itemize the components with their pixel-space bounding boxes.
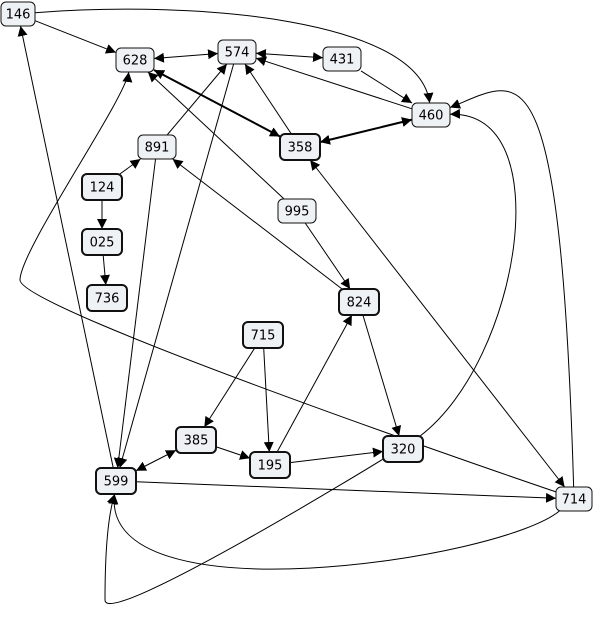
edge-320-to-599 bbox=[104, 458, 384, 604]
node-label: 891 bbox=[145, 141, 170, 156]
node-box bbox=[555, 486, 593, 512]
node-box bbox=[81, 173, 123, 201]
edge-460-to-574 bbox=[255, 56, 413, 110]
edge-891-to-599 bbox=[113, 158, 157, 469]
node-label: 320 bbox=[391, 443, 416, 458]
edge-146-to-628 bbox=[34, 20, 117, 54]
node-box bbox=[95, 467, 137, 495]
node-label: 358 bbox=[288, 141, 313, 156]
node-label: 628 bbox=[123, 54, 148, 69]
edge-995-to-824 bbox=[304, 222, 351, 290]
node-label: 195 bbox=[258, 459, 283, 474]
node-label: 574 bbox=[225, 46, 250, 61]
edge-146-to-460 bbox=[34, 8, 434, 104]
node-599: 599 bbox=[95, 467, 137, 495]
node-box bbox=[81, 228, 123, 256]
node-891: 891 bbox=[137, 134, 177, 160]
edge-599-to-714 bbox=[135, 481, 557, 503]
edge-574-to-431 bbox=[255, 48, 324, 63]
node-label: 385 bbox=[184, 434, 209, 449]
node-715: 715 bbox=[242, 321, 284, 349]
node-label: 736 bbox=[95, 292, 120, 307]
edge-891-to-574 bbox=[166, 63, 228, 136]
node-label: 995 bbox=[285, 205, 310, 220]
node-box bbox=[242, 321, 284, 349]
edges-layer bbox=[17, 8, 575, 604]
edge-195-to-320 bbox=[289, 447, 384, 464]
node-label: 025 bbox=[90, 236, 115, 251]
node-box bbox=[277, 198, 317, 224]
node-label: 824 bbox=[347, 296, 372, 311]
node-label: 714 bbox=[562, 493, 587, 508]
node-box bbox=[0, 1, 36, 27]
edge-628-to-574 bbox=[153, 49, 219, 63]
node-label: 146 bbox=[6, 8, 31, 23]
edge-320-to-460 bbox=[419, 108, 517, 437]
node-146: 146 bbox=[0, 1, 36, 27]
node-431: 431 bbox=[322, 46, 362, 72]
node-714: 714 bbox=[555, 486, 593, 512]
node-736: 736 bbox=[86, 284, 128, 312]
node-label: 715 bbox=[251, 329, 276, 344]
node-box bbox=[279, 133, 321, 161]
node-574: 574 bbox=[217, 39, 257, 65]
edge-995-to-628 bbox=[147, 71, 285, 200]
edge-574-to-599 bbox=[117, 63, 235, 469]
edge-385-to-599 bbox=[135, 449, 177, 472]
edge-715-to-385 bbox=[203, 347, 256, 428]
edge-358-to-574 bbox=[244, 63, 292, 135]
node-box bbox=[322, 46, 362, 72]
node-box bbox=[249, 451, 291, 479]
edge-431-to-460 bbox=[360, 70, 413, 104]
edge-714-to-460 bbox=[449, 90, 575, 488]
node-box bbox=[115, 47, 155, 73]
node-box bbox=[382, 435, 424, 463]
edge-714-to-628 bbox=[19, 71, 557, 493]
node-box bbox=[175, 426, 217, 454]
node-box bbox=[338, 288, 380, 316]
node-195: 195 bbox=[249, 451, 291, 479]
edge-025-to-736 bbox=[99, 254, 110, 286]
node-box bbox=[217, 39, 257, 65]
node-995: 995 bbox=[277, 198, 317, 224]
edge-824-to-320 bbox=[362, 314, 402, 437]
edge-358-to-460 bbox=[319, 117, 413, 145]
node-358: 358 bbox=[279, 133, 321, 161]
node-label: 124 bbox=[90, 181, 115, 196]
edge-124-to-891 bbox=[119, 158, 141, 175]
node-124: 124 bbox=[81, 173, 123, 201]
node-label: 460 bbox=[419, 109, 444, 124]
edge-599-to-146 bbox=[17, 25, 114, 469]
edge-358-to-714 bbox=[309, 159, 566, 488]
edge-385-to-195 bbox=[215, 446, 251, 460]
node-385: 385 bbox=[175, 426, 217, 454]
node-628: 628 bbox=[115, 47, 155, 73]
node-box bbox=[411, 102, 451, 128]
node-label: 599 bbox=[104, 475, 129, 490]
edge-824-to-891 bbox=[172, 158, 343, 290]
node-box bbox=[86, 284, 128, 312]
node-824: 824 bbox=[338, 288, 380, 316]
node-box bbox=[137, 134, 177, 160]
edge-714-to-599 bbox=[108, 493, 560, 570]
node-460: 460 bbox=[411, 102, 451, 128]
node-label: 431 bbox=[330, 53, 355, 68]
nodes-layer: 146 628 574 431 460 891 358 124 995 025 736 824 715 3… bbox=[0, 1, 593, 512]
node-025: 025 bbox=[81, 228, 123, 256]
node-320: 320 bbox=[382, 435, 424, 463]
edge-628-to-358 bbox=[153, 69, 281, 138]
edge-195-to-824 bbox=[276, 314, 353, 453]
edge-715-to-195 bbox=[263, 347, 274, 453]
